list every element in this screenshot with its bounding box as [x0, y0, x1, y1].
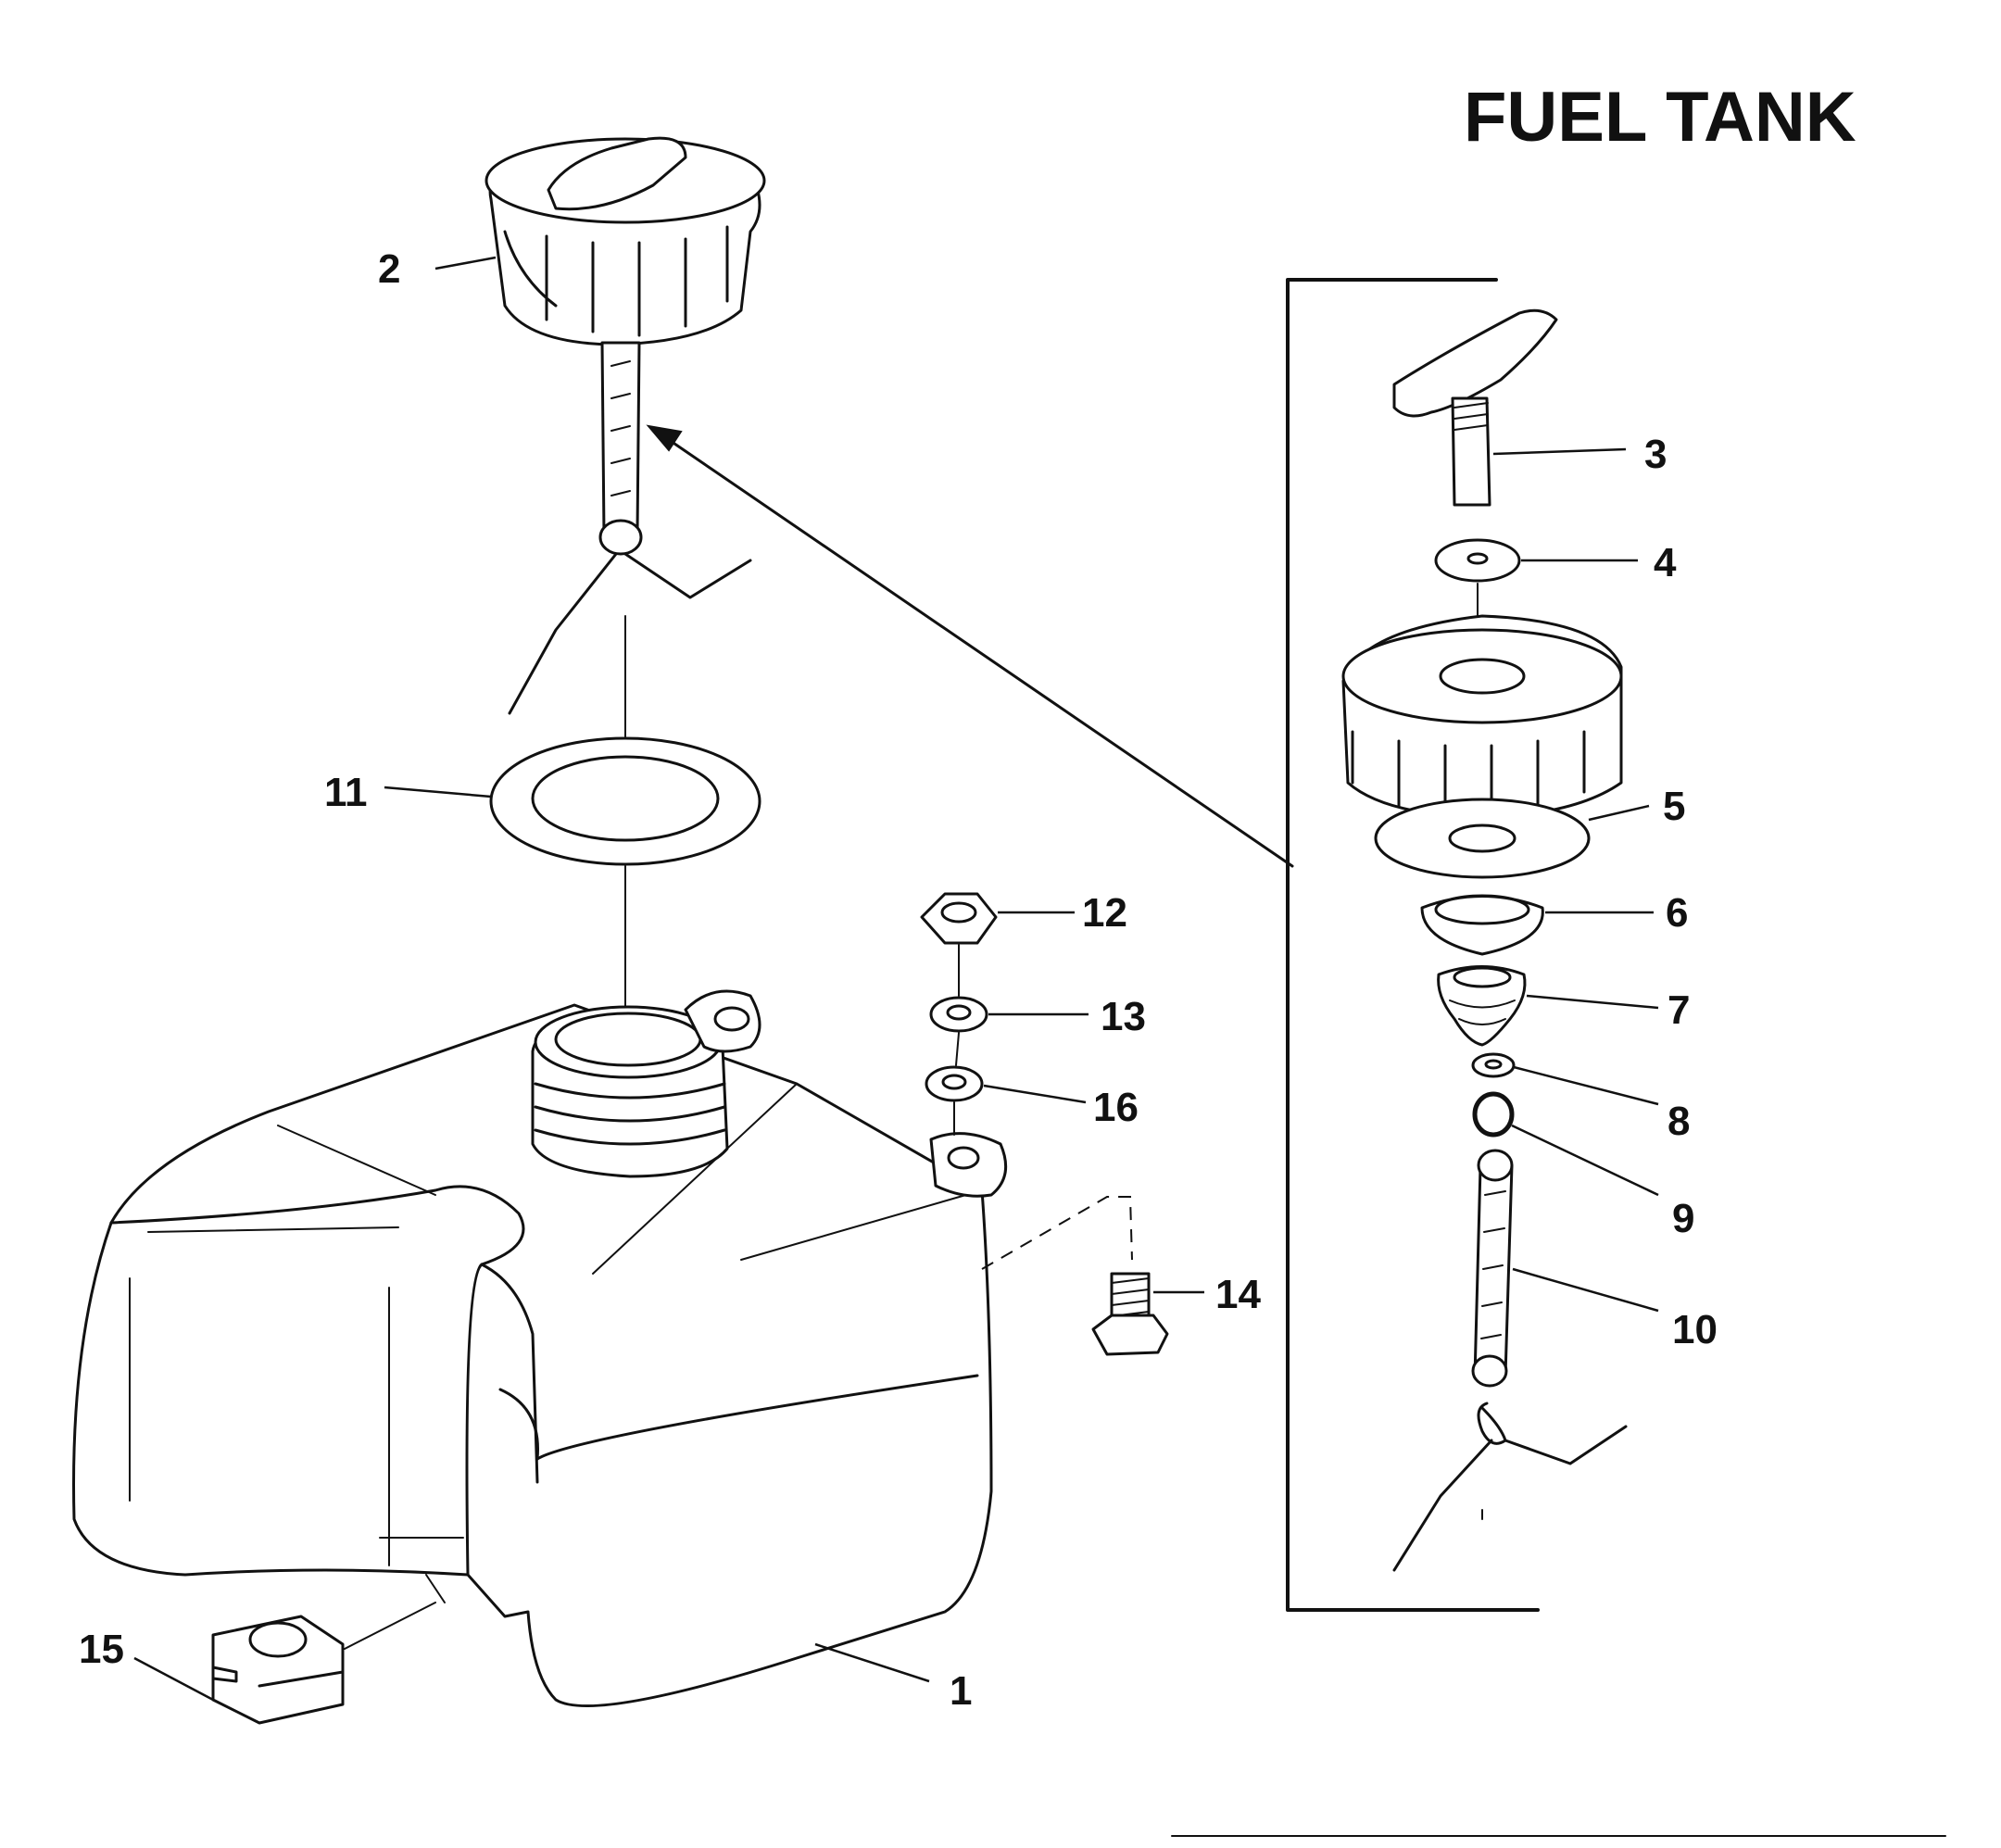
callout-7: 7 [1668, 987, 1690, 1033]
callout-12: 12 [1082, 890, 1127, 936]
fuel-gauge-stem-detail [1392, 1149, 1628, 1572]
callout-5: 5 [1663, 784, 1685, 829]
callout-14: 14 [1215, 1272, 1261, 1317]
hex-nut-part [920, 892, 998, 945]
callout-4: 4 [1654, 540, 1677, 585]
fuel-gauge-stem-left [508, 341, 752, 715]
callout-2: 2 [378, 246, 400, 292]
fuel-tank-body [72, 989, 1008, 1708]
thumb-screw-part [1392, 308, 1558, 507]
callout-6: 6 [1666, 890, 1688, 936]
seal-washer-part [1434, 538, 1521, 583]
small-washer-part [1471, 1052, 1516, 1078]
fuel-cap-part [485, 136, 766, 346]
bolt-part [1091, 1272, 1169, 1356]
diagram-title: FUEL TANK [1464, 78, 1856, 157]
gauge-bushing-part [1437, 965, 1527, 1047]
callout-16: 16 [1093, 1085, 1139, 1130]
gasket-ring-part [489, 736, 761, 866]
callout-9: 9 [1672, 1196, 1694, 1241]
o-ring-part [1472, 1091, 1515, 1138]
grommet-part [211, 1615, 345, 1725]
callout-15: 15 [79, 1627, 124, 1672]
vent-seal-part [1420, 894, 1544, 956]
callout-10: 10 [1672, 1307, 1718, 1352]
flat-washer-part [929, 996, 988, 1033]
detail-box-bracket [1286, 278, 1540, 1612]
cap-gasket-part [1374, 798, 1591, 879]
callout-3: 3 [1644, 432, 1667, 477]
callout-1: 1 [950, 1668, 972, 1714]
callout-8: 8 [1668, 1099, 1690, 1144]
callout-11: 11 [324, 770, 368, 815]
detail-fuel-cap [1341, 614, 1623, 819]
lock-washer-part [925, 1065, 984, 1102]
callout-13: 13 [1101, 994, 1146, 1039]
